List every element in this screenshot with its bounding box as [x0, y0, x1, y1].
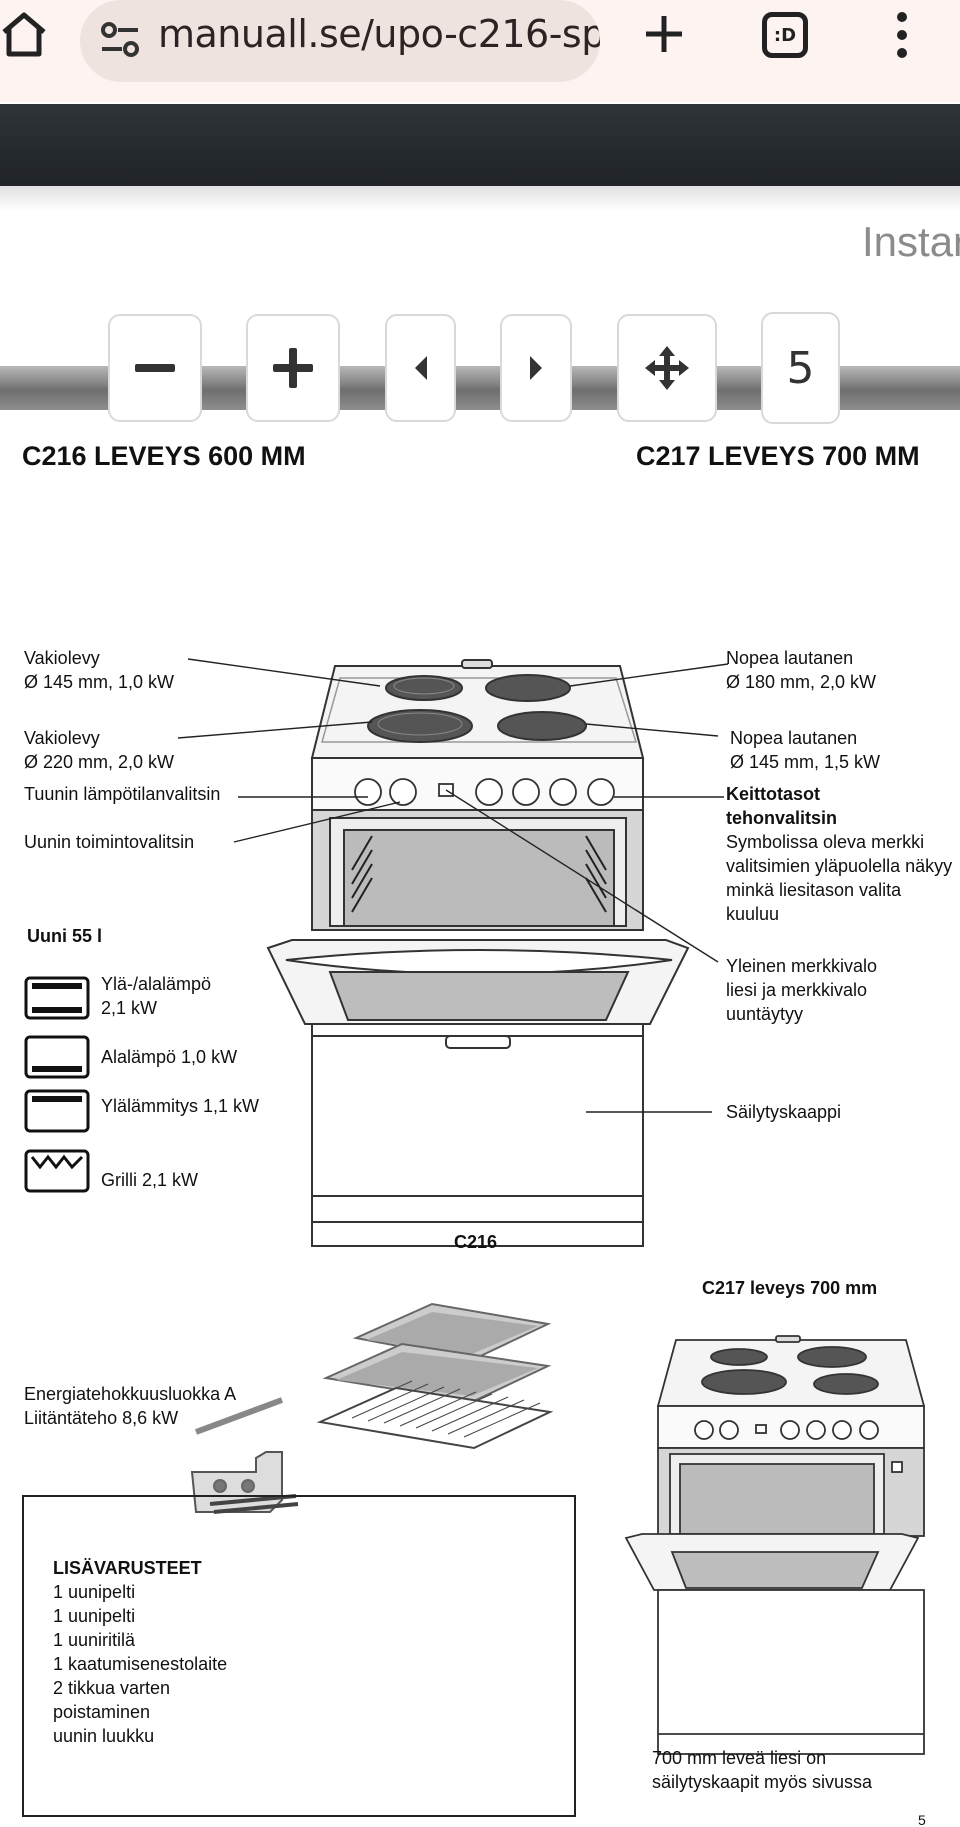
label-indicator-3: uuntäytyy: [726, 1004, 804, 1024]
header-shadow: [0, 186, 960, 212]
label-hob-desc-3: minkä liesitason valita: [726, 880, 902, 900]
accessory-item: poistaminen: [53, 1702, 151, 1722]
label-hob-selector-2: tehonvalitsin: [726, 808, 838, 828]
mode-top: Ylälämmitys 1,1 kW: [101, 1096, 260, 1116]
accessories-drawing: [190, 1302, 554, 1514]
accessories-title: LISÄVARUSTEET: [53, 1558, 202, 1578]
minus-icon: [135, 364, 175, 372]
tab-switcher-button[interactable]: :D: [762, 12, 808, 58]
accessories-box: [22, 1495, 576, 1817]
label-function-selector: Uunin toimintovalitsin: [24, 832, 195, 852]
label-hob-desc-4: kuuluu: [726, 904, 780, 924]
browser-toolbar: manuall.se/upo-c216-sp :D: [0, 0, 960, 102]
more-menu-icon[interactable]: [888, 10, 916, 60]
new-tab-icon[interactable]: [640, 10, 688, 58]
mode-top-bottom-name: Ylä-/alalämpö: [101, 974, 212, 994]
zoom-in-button[interactable]: [246, 314, 340, 422]
accessory-item: 1 uunipelti: [53, 1582, 136, 1602]
label-temp-selector: Tuunin lämpötilanvalitsin: [24, 784, 221, 804]
page-number-box[interactable]: 5: [761, 312, 840, 424]
page-footer-number: 5: [918, 1812, 926, 1827]
bottom-heat-icon: [24, 1035, 90, 1079]
accessory-item: 2 tikkua varten: [53, 1678, 171, 1698]
grill-icon: [24, 1149, 90, 1193]
page-number: 5: [786, 342, 815, 394]
label-hob-selector-1: Keittotasot: [726, 784, 820, 804]
c217-note-1: 700 mm leveä liesi on: [652, 1748, 827, 1768]
title-c217: C217 LEVEYS 700 MM: [636, 441, 920, 471]
label-rapid2-spec: Ø 145 mm, 1,5 kW: [730, 752, 881, 772]
site-header: [0, 104, 960, 186]
accessory-item: 1 uunipelti: [53, 1606, 136, 1626]
label-indicator-2: liesi ja merkkivalo: [726, 980, 868, 1000]
label-rapid2-name: Nopea lautanen: [730, 728, 858, 748]
top-bottom-heat-icon: [24, 976, 90, 1020]
accessory-item: 1 kaatumisenestolaite: [53, 1654, 228, 1674]
next-page-button[interactable]: [500, 314, 572, 422]
mode-bottom: Alalämpö 1,0 kW: [101, 1047, 238, 1067]
top-heat-icon: [24, 1089, 90, 1133]
appliance-drawings: [24, 658, 926, 1755]
label-plate2-spec: Ø 220 mm, 2,0 kW: [24, 752, 175, 772]
c216-stove-drawing: [266, 659, 690, 1247]
oven-title: Uuni 55 l: [27, 926, 103, 946]
accessory-item: uunin luukku: [53, 1726, 155, 1746]
label-hob-desc-1: Symbolissa oleva merkki: [726, 832, 925, 852]
caption-c217: C217 leveys 700 mm: [702, 1278, 878, 1298]
label-storage: Säilytyskaappi: [726, 1102, 842, 1122]
plus-icon: [273, 348, 313, 388]
tab-switcher-label: :D: [773, 24, 797, 46]
accessory-item: 1 uuniritilä: [53, 1630, 136, 1650]
label-rapid1-name: Nopea lautanen: [726, 648, 854, 668]
move-arrows-icon: [645, 346, 689, 390]
home-icon[interactable]: [0, 10, 48, 58]
label-plate1-spec: Ø 145 mm, 1,0 kW: [24, 672, 175, 692]
pan-button[interactable]: [617, 314, 717, 422]
energy-class: Energiatehokkuusluokka A: [24, 1384, 237, 1404]
site-settings-icon[interactable]: [98, 18, 142, 62]
mode-grill: Grilli 2,1 kW: [101, 1170, 199, 1190]
mode-top-bottom-power: 2,1 kW: [101, 998, 158, 1018]
label-indicator-1: Yleinen merkkivalo: [726, 956, 878, 976]
label-rapid1-spec: Ø 180 mm, 2,0 kW: [726, 672, 877, 692]
label-plate1-name: Vakiolevy: [24, 648, 100, 668]
page-heading-partial: Instar: [862, 218, 960, 265]
previous-page-button[interactable]: [385, 314, 456, 422]
oven-mode-icons: [24, 976, 90, 1193]
manual-page: C216 LEVEYS 600 MM C217 LEVEYS 700 MM Va…: [0, 440, 960, 1827]
c217-stove-drawing: [624, 1335, 926, 1755]
connection-power: Liitäntäteho 8,6 kW: [24, 1408, 179, 1428]
caret-right-icon: [530, 356, 542, 380]
caption-c216: C216: [454, 1232, 498, 1252]
caret-left-icon: [414, 356, 427, 380]
url-text[interactable]: manuall.se/upo-c216-sp: [158, 12, 600, 56]
label-plate2-name: Vakiolevy: [24, 728, 100, 748]
label-hob-desc-2: valitsimien yläpuolella näkyy: [726, 856, 953, 876]
leader-lines: [177, 658, 729, 1113]
address-bar[interactable]: manuall.se/upo-c216-sp: [80, 0, 600, 82]
zoom-out-button[interactable]: [108, 314, 202, 422]
title-c216: C216 LEVEYS 600 MM: [22, 441, 306, 471]
c217-note-2: säilytyskaapit myös sivussa: [652, 1772, 873, 1792]
